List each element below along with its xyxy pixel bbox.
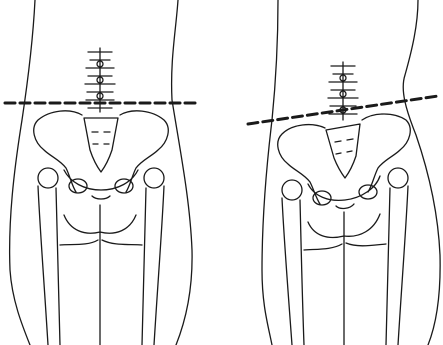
right-buttocks — [308, 212, 380, 345]
left-body-outline-left — [10, 0, 35, 345]
right-body-outline-right — [403, 0, 440, 345]
left-figure — [5, 0, 195, 345]
left-femur-right — [142, 186, 164, 345]
left-body-outline-right — [172, 0, 192, 345]
right-figure — [248, 0, 440, 345]
right-femur-left — [282, 198, 304, 345]
right-gluteal-fold — [304, 243, 386, 250]
left-femur-left — [38, 186, 60, 345]
right-body-outline-left — [262, 0, 278, 345]
left-gluteal-fold — [60, 240, 142, 245]
left-buttocks — [64, 205, 136, 345]
left-pelvis — [34, 111, 169, 199]
right-femur-right — [386, 186, 408, 345]
